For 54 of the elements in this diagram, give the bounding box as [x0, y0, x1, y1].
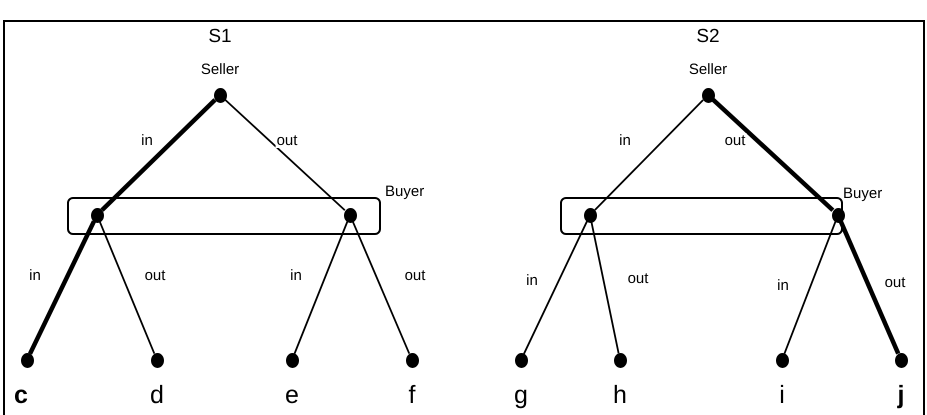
edge-label: out [884, 275, 906, 290]
buyer-node [344, 208, 356, 222]
buyer-node [90, 208, 104, 222]
decision-node [776, 352, 788, 368]
decision-node [286, 352, 298, 368]
edge-label: in [776, 278, 790, 293]
tree-branch [594, 99, 704, 211]
edge-label: in [28, 268, 42, 283]
edge-label: in [618, 133, 632, 148]
tree-title: S1 [208, 27, 232, 46]
edge-label: out [626, 271, 650, 286]
outcome-letter: g [514, 383, 528, 408]
information-set-box [67, 197, 381, 235]
edge-label: out [144, 268, 166, 283]
tree-branch [784, 221, 836, 354]
outcome-letter: j [898, 383, 904, 408]
buyer-node [832, 208, 844, 222]
outcome-letter: f [408, 383, 416, 408]
edge-label: in [140, 133, 154, 148]
edge-label: out [276, 133, 298, 148]
decision-node [514, 352, 528, 368]
tree-branch [352, 221, 410, 354]
edge-label: out [724, 133, 746, 148]
decision-node [20, 352, 34, 368]
player-label: Seller [688, 62, 728, 77]
decision-node [406, 352, 418, 368]
outcome-letter: i [779, 383, 785, 408]
player-label: Seller [200, 62, 240, 77]
tree-branch [224, 99, 346, 211]
tree-branch [28, 220, 96, 355]
tree-branch [294, 221, 348, 354]
outcome-letter: d [150, 383, 164, 408]
outcome-letter: e [285, 383, 299, 408]
tree-branch [590, 222, 620, 354]
decision-node [702, 88, 714, 102]
edge-label: in [525, 273, 539, 288]
decision-node [614, 352, 626, 368]
tree-branch [100, 98, 217, 212]
decision-node [894, 352, 908, 368]
edge-label: out [404, 268, 426, 283]
tree-branch [838, 220, 900, 354]
tree-branch [98, 221, 156, 354]
buyer-node [584, 208, 596, 222]
player-label: Buyer [843, 186, 882, 201]
player-label: Buyer [385, 184, 424, 199]
tree-branch [712, 98, 834, 212]
tree-title: S2 [696, 27, 720, 46]
outcome-letter: c [14, 383, 28, 408]
outcome-letter: h [613, 383, 627, 408]
tree-branch [523, 220, 588, 354]
decision-node [214, 88, 226, 102]
decision-node [150, 352, 164, 368]
information-set-box [560, 197, 843, 235]
edge-label: in [289, 268, 303, 283]
